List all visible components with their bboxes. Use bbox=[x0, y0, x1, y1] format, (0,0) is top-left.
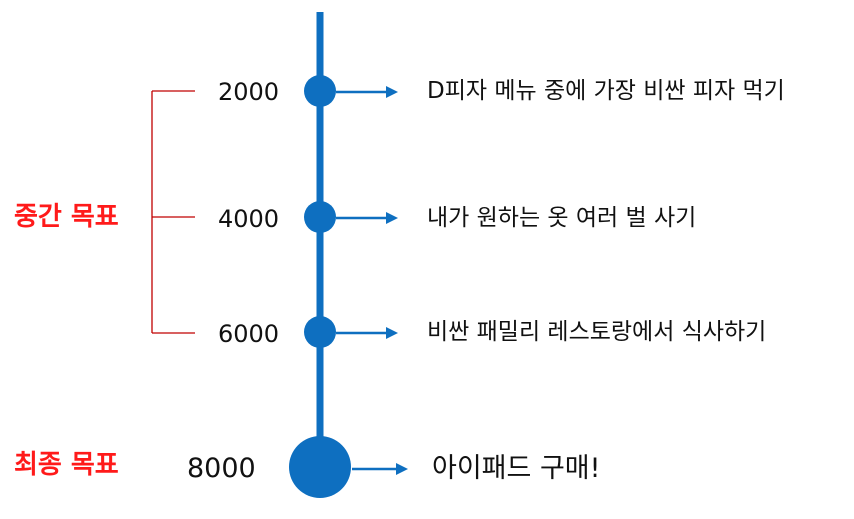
milestone-node-4000 bbox=[304, 201, 336, 233]
milestone-goal-6000: 비싼 패밀리 레스토랑에서 식사하기 bbox=[427, 319, 767, 345]
intermediate-goal-label: 중간 목표 bbox=[14, 202, 119, 232]
milestone-node-6000 bbox=[304, 316, 336, 348]
milestone-goal-2000: D피자 메뉴 중에 가장 비싼 피자 먹기 bbox=[427, 78, 785, 104]
milestone-value-8000: 8000 bbox=[187, 453, 256, 484]
milestone-value-4000: 4000 bbox=[218, 205, 280, 233]
arrow-4000 bbox=[336, 212, 398, 224]
milestone-node-8000 bbox=[289, 436, 351, 498]
milestone-goal-8000: 아이패드 구매! bbox=[432, 453, 601, 484]
milestone-value-2000: 2000 bbox=[218, 78, 280, 106]
milestone-goal-4000: 내가 원하는 옷 여러 벌 사기 bbox=[427, 205, 697, 231]
milestone-node-2000 bbox=[304, 75, 336, 107]
arrow-8000 bbox=[352, 463, 408, 475]
milestone-value-6000: 6000 bbox=[218, 320, 280, 348]
arrow-6000 bbox=[336, 327, 398, 339]
arrow-2000 bbox=[336, 86, 398, 98]
intermediate-bracket bbox=[151, 90, 195, 334]
final-goal-label: 최종 목표 bbox=[14, 450, 119, 480]
